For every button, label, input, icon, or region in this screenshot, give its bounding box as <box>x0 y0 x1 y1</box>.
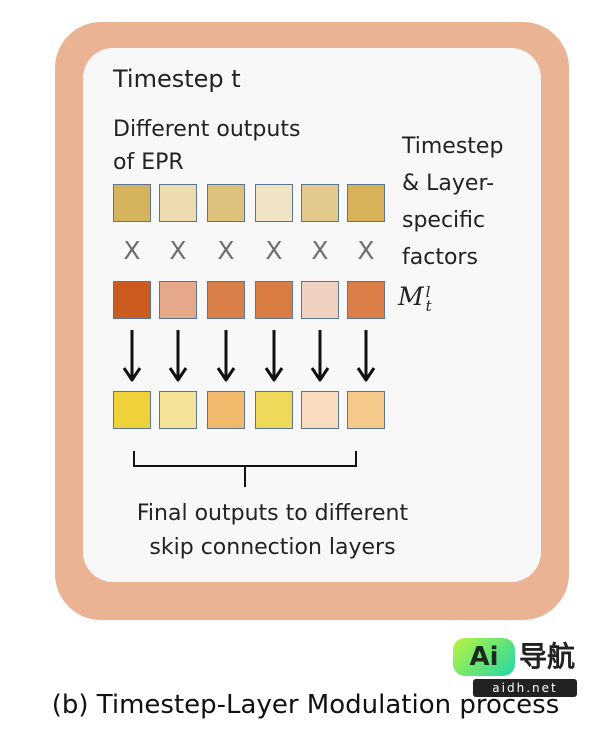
down-arrow-5 <box>310 330 330 382</box>
down-arrow-2 <box>168 330 188 382</box>
final-output-cell-3 <box>207 391 245 429</box>
modulation-symbol-superscript: l <box>425 283 431 301</box>
watermark: Ai 导航 aidh.net <box>453 638 583 702</box>
epr-output-cell-3 <box>207 184 245 222</box>
modulation-symbol-base: M <box>398 282 424 311</box>
multiply-symbol-6: X <box>357 236 375 265</box>
multiply-symbol-4: X <box>265 236 283 265</box>
factors-label-line-1: Timestep <box>402 134 504 159</box>
epr-outputs-label-line-1: Different outputs <box>113 117 301 142</box>
epr-outputs-label: Different outputs of EPR <box>113 113 300 179</box>
final-output-cell-1 <box>113 391 151 429</box>
final-output-cell-2 <box>159 391 197 429</box>
factor-cell-4 <box>255 281 293 319</box>
multiply-symbol-1: X <box>123 236 141 265</box>
down-arrow-4 <box>264 330 284 382</box>
factors-label-line-4: factors <box>402 245 478 270</box>
factors-label-line-3: specific <box>402 208 486 233</box>
watermark-name: 导航 <box>519 640 576 673</box>
factor-cell-2 <box>159 281 197 319</box>
factor-cell-3 <box>207 281 245 319</box>
factor-cell-1 <box>113 281 151 319</box>
down-arrow-1 <box>122 330 142 382</box>
final-outputs-label-line-2: skip connection layers <box>149 535 396 560</box>
epr-output-cell-2 <box>159 184 197 222</box>
brace-path <box>133 451 357 487</box>
figure-caption: (b) Timestep-Layer Modulation process <box>51 690 560 720</box>
final-output-cell-4 <box>255 391 293 429</box>
epr-output-cell-5 <box>301 184 339 222</box>
watermark-logo: Ai <box>453 638 515 676</box>
factor-cell-5 <box>301 281 339 319</box>
epr-output-cell-4 <box>255 184 293 222</box>
multiply-symbol-2: X <box>169 236 187 265</box>
final-outputs-label-line-1: Final outputs to different <box>136 501 409 526</box>
modulation-symbol-subscript: t <box>425 297 432 315</box>
factors-label-line-2: & Layer- <box>402 171 495 196</box>
multiply-symbol-5: X <box>311 236 329 265</box>
epr-output-cell-6 <box>347 184 385 222</box>
factor-cell-6 <box>347 281 385 319</box>
down-arrow-3 <box>216 330 236 382</box>
down-arrow-6 <box>356 330 376 382</box>
epr-output-cell-1 <box>113 184 151 222</box>
final-output-cell-6 <box>347 391 385 429</box>
factors-label: Timestep & Layer- specific factors <box>402 128 503 276</box>
final-outputs-label: Final outputs to different skip connecti… <box>0 497 545 565</box>
watermark-url: aidh.net <box>473 679 577 697</box>
final-output-cell-5 <box>301 391 339 429</box>
epr-outputs-label-line-2: of EPR <box>113 150 184 175</box>
timestep-title: Timestep t <box>113 65 241 93</box>
multiply-symbol-3: X <box>217 236 235 265</box>
